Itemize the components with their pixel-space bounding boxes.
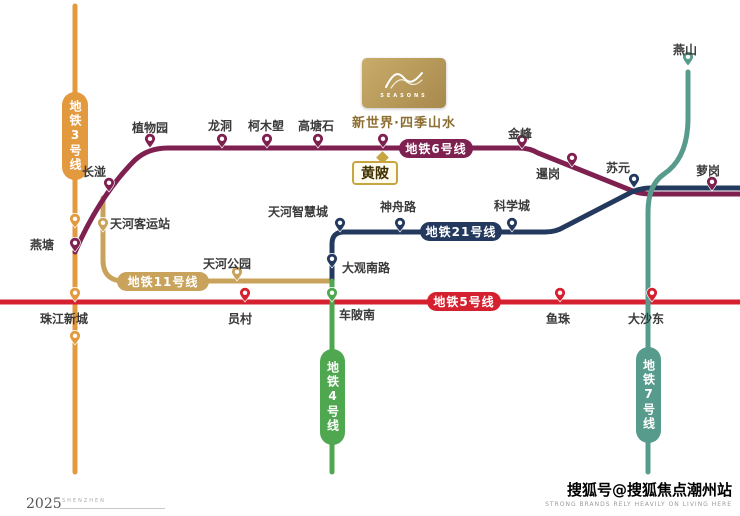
watermark-subtext: STRONG BRANDS RELY HEAVILY ON LIVING HER… [545, 501, 732, 508]
station-label-tianhezhihuicheng: 天河智慧城 [268, 205, 329, 219]
line-badge-11: 地铁11号线 [117, 272, 209, 291]
station-label-tianhegongyuan: 天河公园 [203, 257, 252, 271]
watermark: 搜狐号@搜狐焦点潮州站 STRONG BRANDS RELY HEAVILY O… [545, 479, 732, 508]
station-label-kexuecheng: 科学城 [494, 199, 531, 213]
station-marker-yantang [69, 236, 81, 253]
line-badge-21: 地铁21号线 [420, 222, 502, 241]
project-brand-name: 新世界·四季山水 [352, 116, 456, 131]
station-label-suyuan: 苏元 [606, 161, 631, 175]
project-logo: SEASONS [362, 58, 446, 108]
line-badge-5: 地铁5号线 [427, 292, 501, 311]
line-badge-3: 地铁3号线 [62, 92, 88, 180]
line-badge-6: 地铁6号线 [399, 139, 473, 158]
station-marker-daguannanlu [326, 252, 338, 269]
station-label-luogang: 萝岗 [696, 164, 721, 178]
huangpi-callout: 黄陂 [352, 161, 398, 185]
station-label-tianhekeyunzhan: 天河客运站 [110, 217, 171, 231]
footer-year: 2025 [26, 496, 62, 512]
watermark-text: 搜狐号@搜狐焦点潮州站 [566, 481, 732, 499]
line-7-path [645, 69, 691, 475]
station-label-zhujiangxincheng: 珠江新城 [40, 312, 89, 326]
station-marker-tianhekeyunzhan-l3 [69, 212, 81, 229]
station-marker-tianhekeyunzhan [97, 216, 109, 233]
station-label-shenzhoulu: 神舟路 [380, 200, 417, 214]
station-label-gaotangshi: 高塘石 [298, 119, 335, 133]
station-marker-line3-south [69, 329, 81, 346]
station-label-jinfeng: 金峰 [508, 127, 533, 141]
station-label-dashadong: 大沙东 [628, 312, 665, 326]
station-label-chebeinan: 车陂南 [339, 308, 376, 322]
station-label-xiangang: 暹岗 [536, 167, 561, 181]
station-label-daguannanlu: 大观南路 [342, 261, 391, 275]
station-marker-suyuan [628, 172, 640, 189]
logo-mark-text: SEASONS [380, 93, 428, 99]
station-label-yantang: 燕塘 [30, 238, 55, 252]
station-marker-zhiwuyuan [144, 132, 156, 149]
footer-rule [60, 508, 165, 509]
station-label-yanshan: 燕山 [673, 43, 698, 57]
station-label-zhiwuyuan: 植物园 [132, 121, 169, 135]
station-label-yuancun: 员村 [228, 312, 253, 326]
station-label-changban: 长湴 [82, 165, 107, 179]
line-badge-4: 地铁4号线 [320, 349, 345, 445]
station-label-yuzhu: 鱼珠 [546, 312, 571, 326]
line-21-path [329, 185, 740, 284]
station-label-kemulang: 柯木塱 [248, 119, 285, 133]
station-label-longdong: 龙洞 [208, 119, 233, 133]
footer-note: SHENZHEN [62, 498, 106, 504]
logo-emblem-icon [385, 72, 423, 89]
line-badge-7: 地铁7号线 [636, 347, 661, 443]
